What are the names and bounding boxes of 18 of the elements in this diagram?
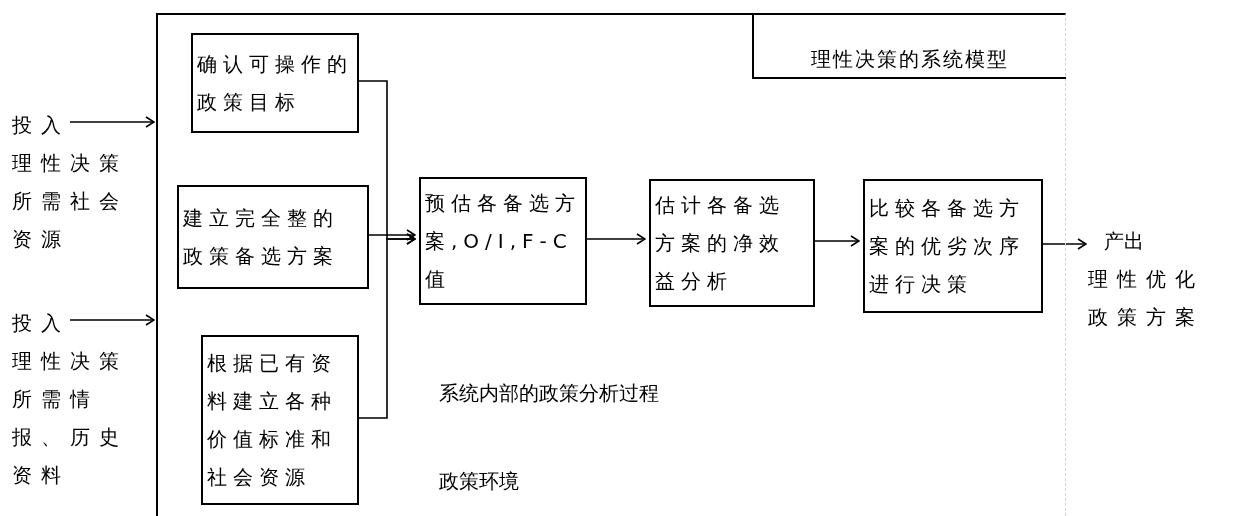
process-box: 建立完全整的政策备选方案 — [177, 185, 369, 289]
process-box: 确认可操作的政策目标 — [191, 33, 359, 133]
arrow — [69, 314, 155, 326]
process-box: 预估各备选方案,O/I,F-C值 — [419, 177, 587, 305]
flow-label: 投入 — [12, 112, 70, 139]
flow-label: 投入 — [12, 310, 70, 337]
flow-description: 理性决策所需社会资源 — [12, 150, 129, 253]
process-box: 估计各备选方案的净效益分析 — [649, 179, 815, 307]
system-frame — [156, 13, 1066, 516]
process-box: 根据已有资料建立各种价值标准和社会资源 — [201, 335, 359, 505]
flow-description: 理性决策所需情报、历史资料 — [12, 348, 129, 489]
diagram-title: 理性决策的系统模型 — [811, 46, 1009, 73]
flow-description: 理性优化政策方案 — [1088, 266, 1205, 331]
flow-label: 产出 — [1103, 228, 1144, 255]
region-label: 政策环境 — [439, 468, 519, 495]
region-label: 系统内部的政策分析过程 — [439, 380, 659, 407]
process-box: 比较各备选方案的优劣次序进行决策 — [863, 179, 1043, 313]
arrow — [69, 116, 155, 128]
